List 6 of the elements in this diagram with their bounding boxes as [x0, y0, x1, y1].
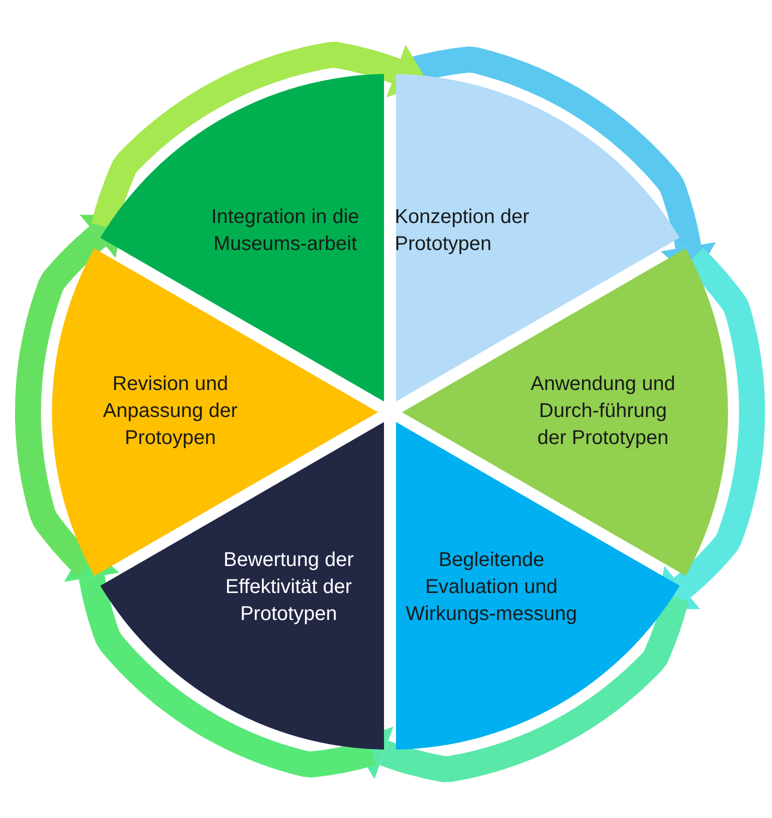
segment-label: Anwendung und Durch-führung der Prototypen [530, 372, 676, 452]
segment-label: Begleitende Evaluation und Wirkungs-messung [404, 548, 578, 628]
segment-label: Bewertung der Effektivität der Prototypen [222, 548, 355, 628]
segment-label: Konzeption der Prototypen [394, 204, 530, 256]
segment-label: Integration in die Museums-arbeit [210, 204, 360, 256]
segment-label: Revision und Anpassung der Protoypen [102, 372, 239, 452]
